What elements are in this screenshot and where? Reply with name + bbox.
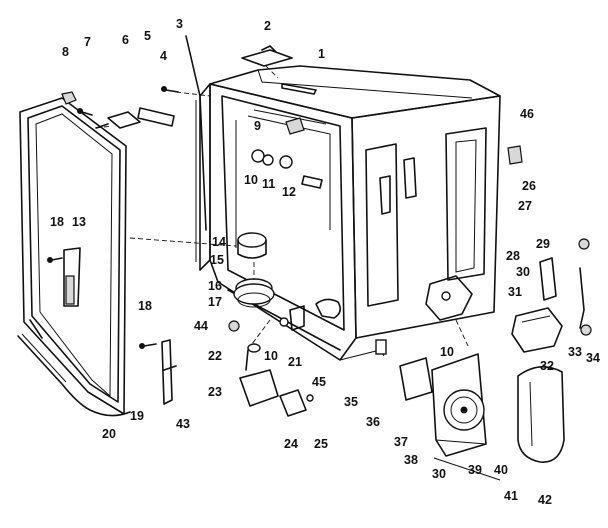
part-label: 33 xyxy=(568,345,582,359)
valve-parts xyxy=(251,149,323,189)
seal-ring xyxy=(247,343,261,353)
part-label: 24 xyxy=(284,437,298,451)
part-label: 39 xyxy=(468,463,482,477)
part-label: 2 xyxy=(264,19,271,33)
part-label: 7 xyxy=(84,35,91,49)
drain-bracket xyxy=(289,305,305,331)
hinge-bracket xyxy=(107,111,141,129)
motor-mount-plate xyxy=(425,275,473,321)
part-label: 26 xyxy=(522,179,536,193)
part-labels: 1 2 3 4 5 6 7 8 9 10 11 12 13 14 15 16 1… xyxy=(50,17,600,507)
part-label: 44 xyxy=(194,319,208,333)
drain-valve-body xyxy=(239,349,279,407)
part-label: 20 xyxy=(102,427,116,441)
part-label: 6 xyxy=(122,33,129,47)
switch-rod xyxy=(579,267,585,329)
screw-icon xyxy=(139,343,157,349)
part-label: 13 xyxy=(72,215,86,229)
part-label: 46 xyxy=(520,107,534,121)
part-label: 10 xyxy=(440,345,454,359)
part-label: 42 xyxy=(538,493,552,507)
solenoid-bracket xyxy=(279,389,307,417)
door-clip xyxy=(61,91,77,105)
door-switch xyxy=(511,307,563,353)
part-label: 37 xyxy=(394,435,408,449)
part-label: 38 xyxy=(404,453,418,467)
screw-icon xyxy=(47,257,63,263)
part-label: 32 xyxy=(540,359,554,373)
door-panel xyxy=(19,97,127,415)
part-label: 28 xyxy=(506,249,520,263)
part-label: 19 xyxy=(130,409,144,423)
motor-pump-assembly xyxy=(399,353,487,457)
part-label: 10 xyxy=(264,349,278,363)
part-label: 8 xyxy=(62,45,69,59)
top-rail xyxy=(281,83,317,95)
part-label: 35 xyxy=(344,395,358,409)
part-label: 23 xyxy=(208,385,222,399)
spray-arm-bracket xyxy=(285,117,305,135)
part-label: 21 xyxy=(288,355,302,369)
part-label: 22 xyxy=(208,349,222,363)
part-label: 25 xyxy=(314,437,328,451)
part-label: 27 xyxy=(518,199,532,213)
part-label: 17 xyxy=(208,295,222,309)
part-label: 29 xyxy=(536,237,550,251)
vent-slot xyxy=(379,175,391,215)
pump-assembly xyxy=(233,232,275,308)
part-label: 31 xyxy=(508,285,522,299)
grommet xyxy=(228,320,240,332)
part-label: 1 xyxy=(318,47,325,61)
part-label: 10 xyxy=(244,173,258,187)
top-mounting-bracket xyxy=(241,45,293,67)
part-label: 14 xyxy=(212,235,226,249)
part-label: 40 xyxy=(494,463,508,477)
pump-cover xyxy=(517,366,565,463)
side-bracket xyxy=(507,145,523,165)
heating-element-clip xyxy=(315,298,342,319)
part-label: 4 xyxy=(160,49,167,63)
part-label: 34 xyxy=(586,351,600,365)
part-label: 15 xyxy=(210,253,224,267)
part-label: 30 xyxy=(432,467,446,481)
switch-bracket xyxy=(539,257,557,301)
part-label: 18 xyxy=(138,299,152,313)
part-label: 30 xyxy=(516,265,530,279)
door-gasket-strip xyxy=(185,35,207,231)
part-label: 43 xyxy=(176,417,190,431)
part-label: 9 xyxy=(254,119,261,133)
part-label: 16 xyxy=(208,279,222,293)
screw-icon xyxy=(161,86,179,93)
part-label: 36 xyxy=(366,415,380,429)
latch-bracket xyxy=(137,107,175,127)
part-label: 3 xyxy=(176,17,183,31)
screw-icon xyxy=(77,108,93,116)
part-label: 18 xyxy=(50,215,64,229)
vent-slot xyxy=(403,157,417,199)
door-hinge-arm xyxy=(17,335,131,417)
latch-hook xyxy=(161,339,177,405)
part-label: 12 xyxy=(282,185,296,199)
part-label: 45 xyxy=(312,375,326,389)
part-label: 41 xyxy=(504,489,518,503)
part-label: 5 xyxy=(144,29,151,43)
part-label: 11 xyxy=(262,177,275,191)
